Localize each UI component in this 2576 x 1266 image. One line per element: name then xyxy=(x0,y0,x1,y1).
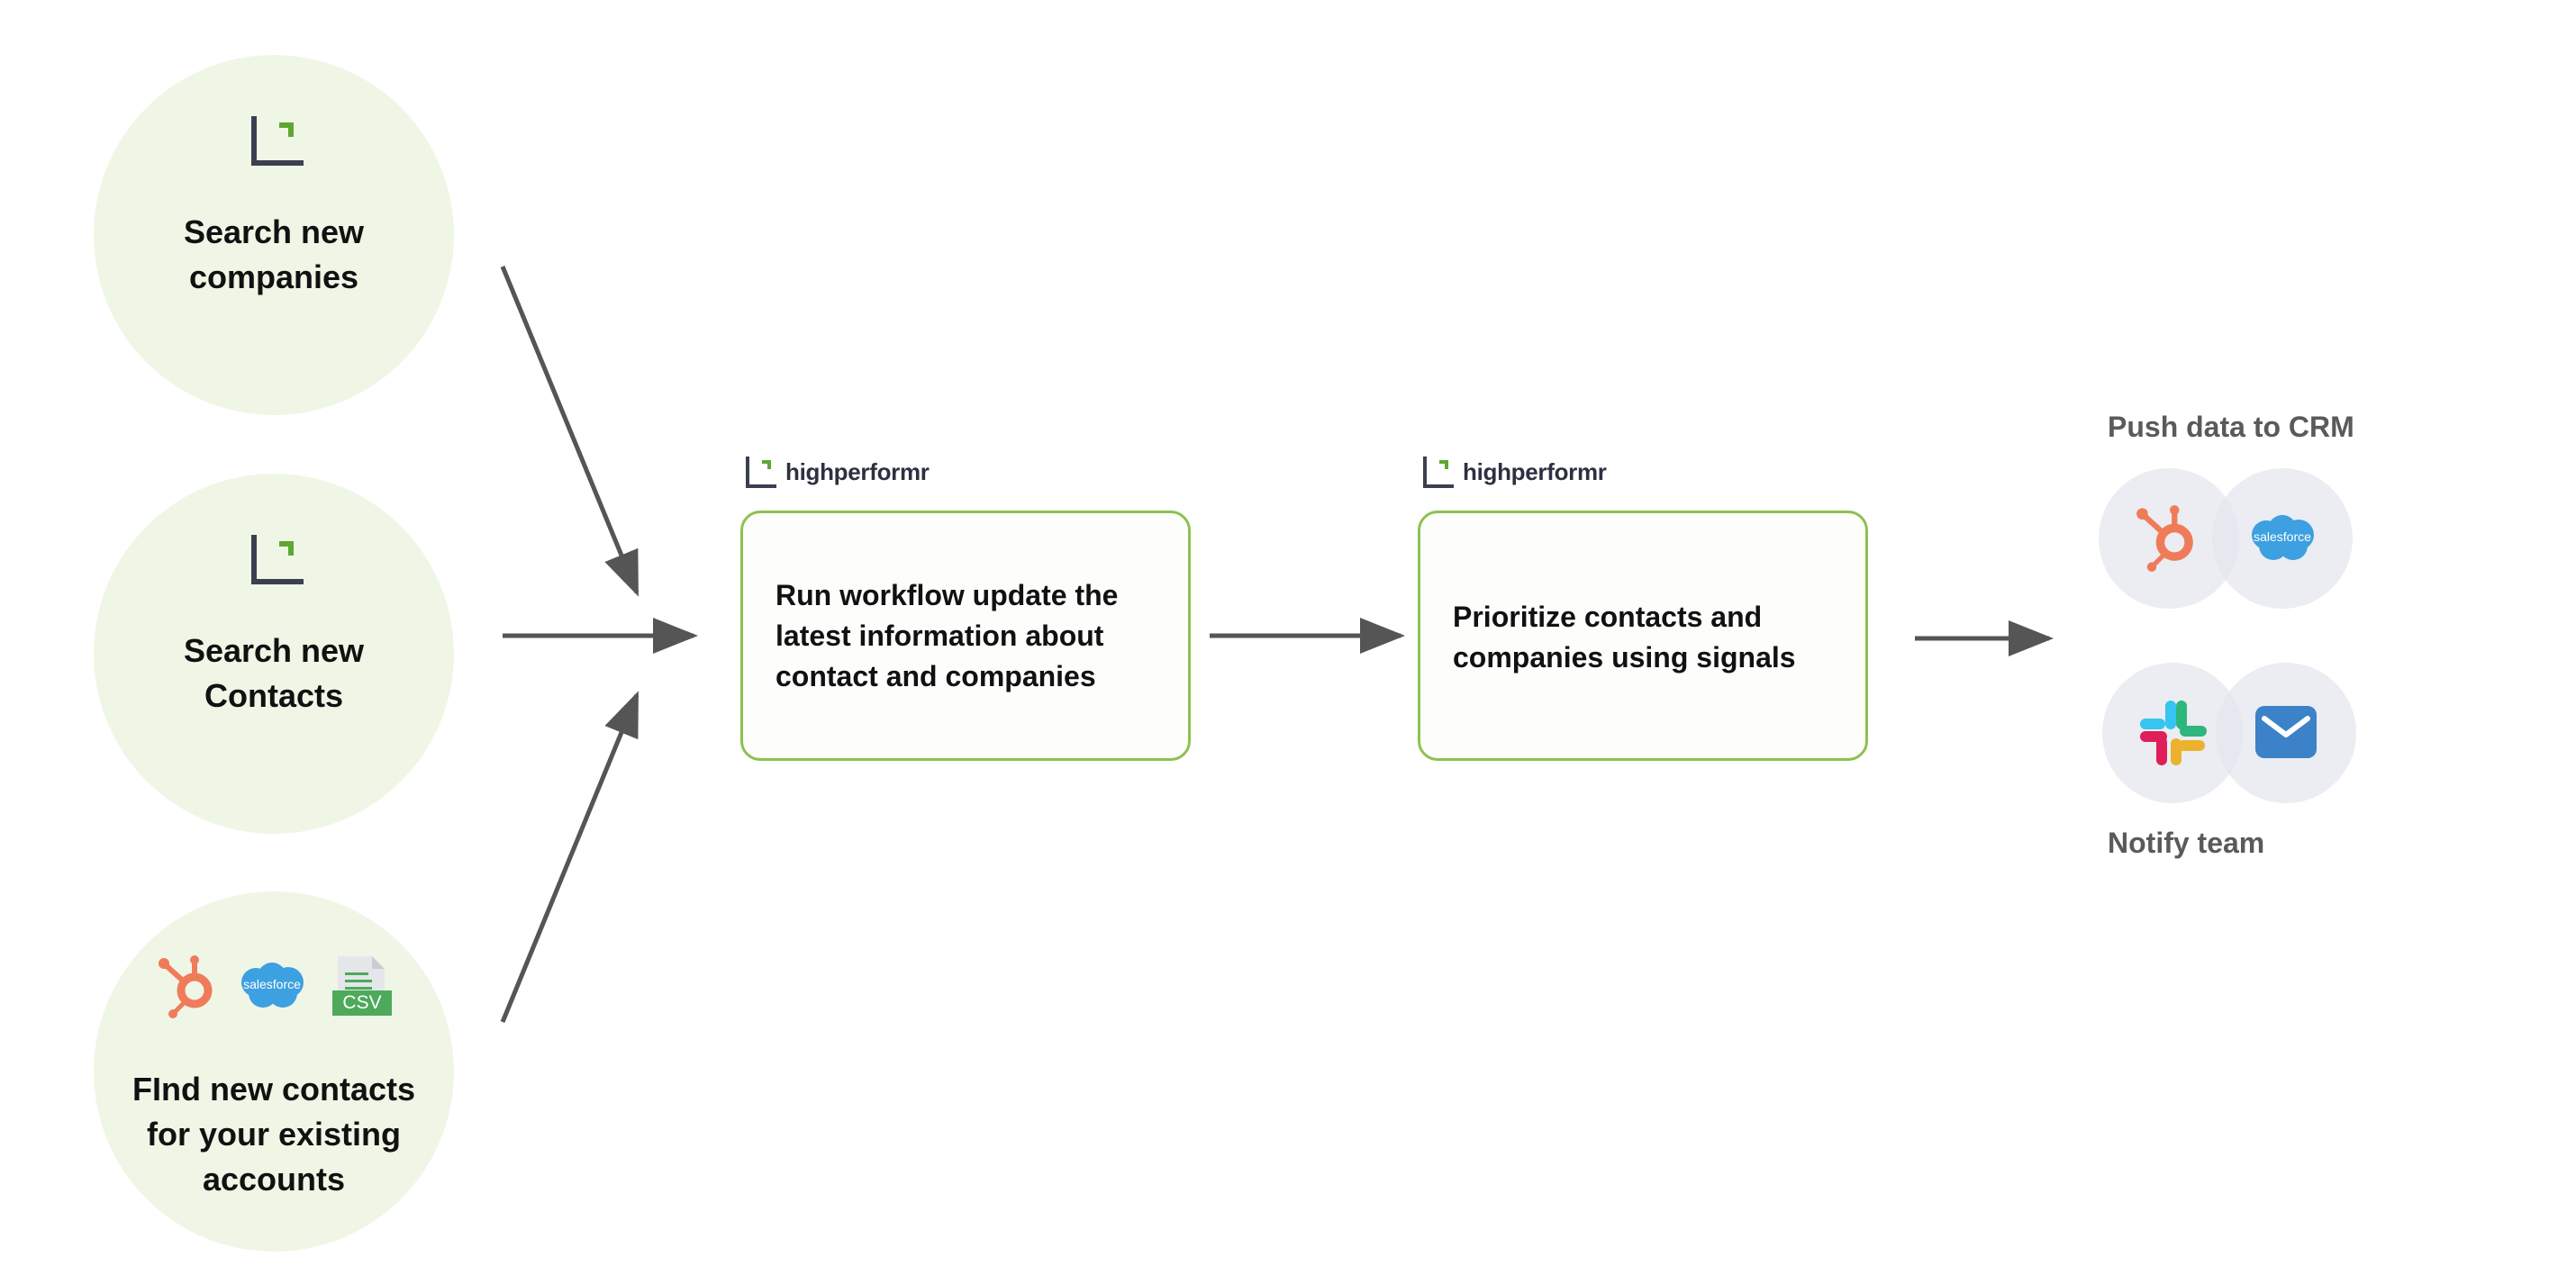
arrow-companies-to-workflow xyxy=(500,266,639,597)
step-prioritize: Prioritize contacts and companies using … xyxy=(1418,511,1868,761)
source-label-line: companies xyxy=(188,258,359,295)
step2-brand: highperformr xyxy=(1423,455,1639,491)
step-text-line: Prioritize contacts and xyxy=(1453,601,1763,633)
highperformr-logo-icon xyxy=(251,535,304,584)
crm-salesforce-bubble: salesforce xyxy=(2212,468,2353,609)
hubspot-icon xyxy=(159,955,213,1018)
source-label-line: FInd new contacts xyxy=(132,1071,416,1108)
csv-file-icon: CSV xyxy=(332,954,392,1016)
source-label-line: Search new xyxy=(183,632,365,669)
notify-title: Notify team xyxy=(2108,827,2265,859)
source-existing-accounts: salesforce CSV FInd new contacts for you… xyxy=(94,891,454,1252)
highperformr-logo-icon xyxy=(1423,457,1454,488)
highperformr-logo-icon xyxy=(746,457,776,488)
salesforce-icon: salesforce xyxy=(2246,513,2318,564)
notify-slack-bubble xyxy=(2102,663,2243,803)
step1-brand: highperformr xyxy=(746,455,962,491)
hubspot-icon xyxy=(2136,505,2193,572)
source-label-line: accounts xyxy=(202,1161,346,1198)
step-text-line: companies using signals xyxy=(1453,641,1796,674)
source-search-contacts: Search new Contacts xyxy=(94,474,454,834)
salesforce-wordmark: salesforce xyxy=(243,977,301,991)
crm-title: Push data to CRM xyxy=(2108,411,2354,443)
csv-label: CSV xyxy=(342,992,382,1013)
brand-name: highperformr xyxy=(1463,458,1607,485)
slack-icon xyxy=(2140,701,2207,765)
source-search-companies: Search new companies xyxy=(94,55,454,415)
salesforce-icon: salesforce xyxy=(236,961,308,1011)
source-label-line: for your existing xyxy=(146,1116,402,1153)
email-icon xyxy=(2255,706,2317,758)
step-text-line: Run workflow update the xyxy=(776,579,1119,611)
step-text-line: contact and companies xyxy=(776,660,1096,692)
source-label-line: Contacts xyxy=(204,677,344,714)
step-run-workflow: Run workflow update the latest informati… xyxy=(740,511,1191,761)
notify-email-bubble xyxy=(2216,663,2356,803)
highperformr-logo-icon xyxy=(251,116,304,166)
salesforce-wordmark: salesforce xyxy=(2254,529,2311,544)
source-label-line: Search new xyxy=(183,213,365,250)
brand-name: highperformr xyxy=(785,458,930,485)
step-text-line: latest information about xyxy=(776,619,1104,652)
arrow-accounts-to-workflow xyxy=(500,691,639,1023)
